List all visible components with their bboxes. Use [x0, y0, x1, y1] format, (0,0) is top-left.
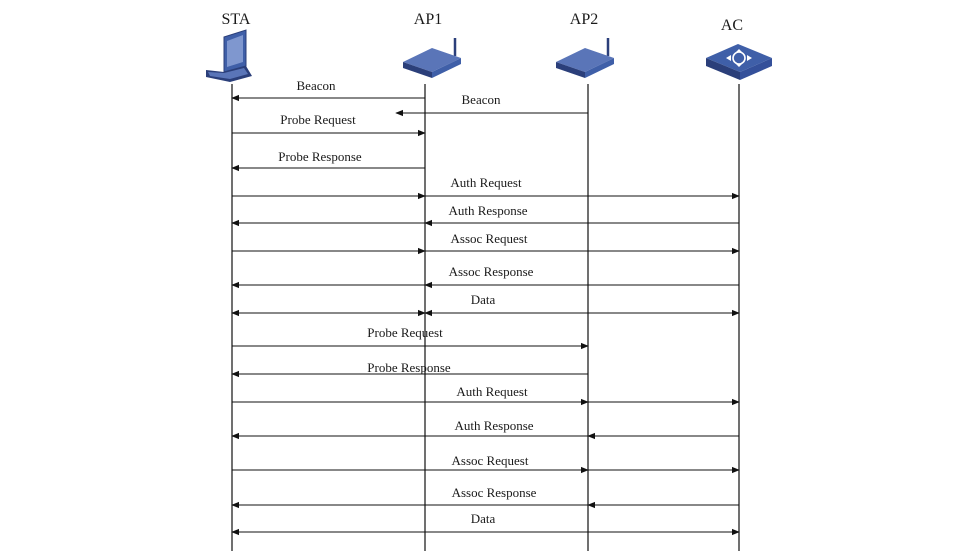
message-label: Assoc Response — [449, 264, 534, 279]
message-label: Assoc Response — [452, 485, 537, 500]
message-label: Auth Response — [448, 203, 527, 218]
message-label: Beacon — [297, 78, 336, 93]
message-label: Probe Request — [367, 325, 443, 340]
access-controller-icon — [706, 44, 772, 80]
message-label: Auth Request — [450, 175, 522, 190]
laptop-icon — [206, 29, 252, 82]
entity-label-sta: STA — [222, 11, 251, 28]
access-point-icon — [556, 38, 614, 78]
message-label: Probe Response — [367, 360, 451, 375]
message-label: Auth Request — [456, 384, 528, 399]
message-label: Beacon — [462, 92, 501, 107]
message-label: Data — [471, 511, 496, 526]
entity-label-ap1: AP1 — [414, 11, 442, 28]
message-label: Data — [471, 292, 496, 307]
message-label: Auth Response — [454, 418, 533, 433]
access-point-icon — [403, 38, 461, 78]
message-label: Probe Request — [280, 112, 356, 127]
message-label: Assoc Request — [451, 231, 528, 246]
message-label: Assoc Request — [452, 453, 529, 468]
entity-label-ap2: AP2 — [570, 11, 598, 28]
message-label: Probe Response — [278, 149, 362, 164]
entity-label-ac: AC — [721, 17, 743, 34]
